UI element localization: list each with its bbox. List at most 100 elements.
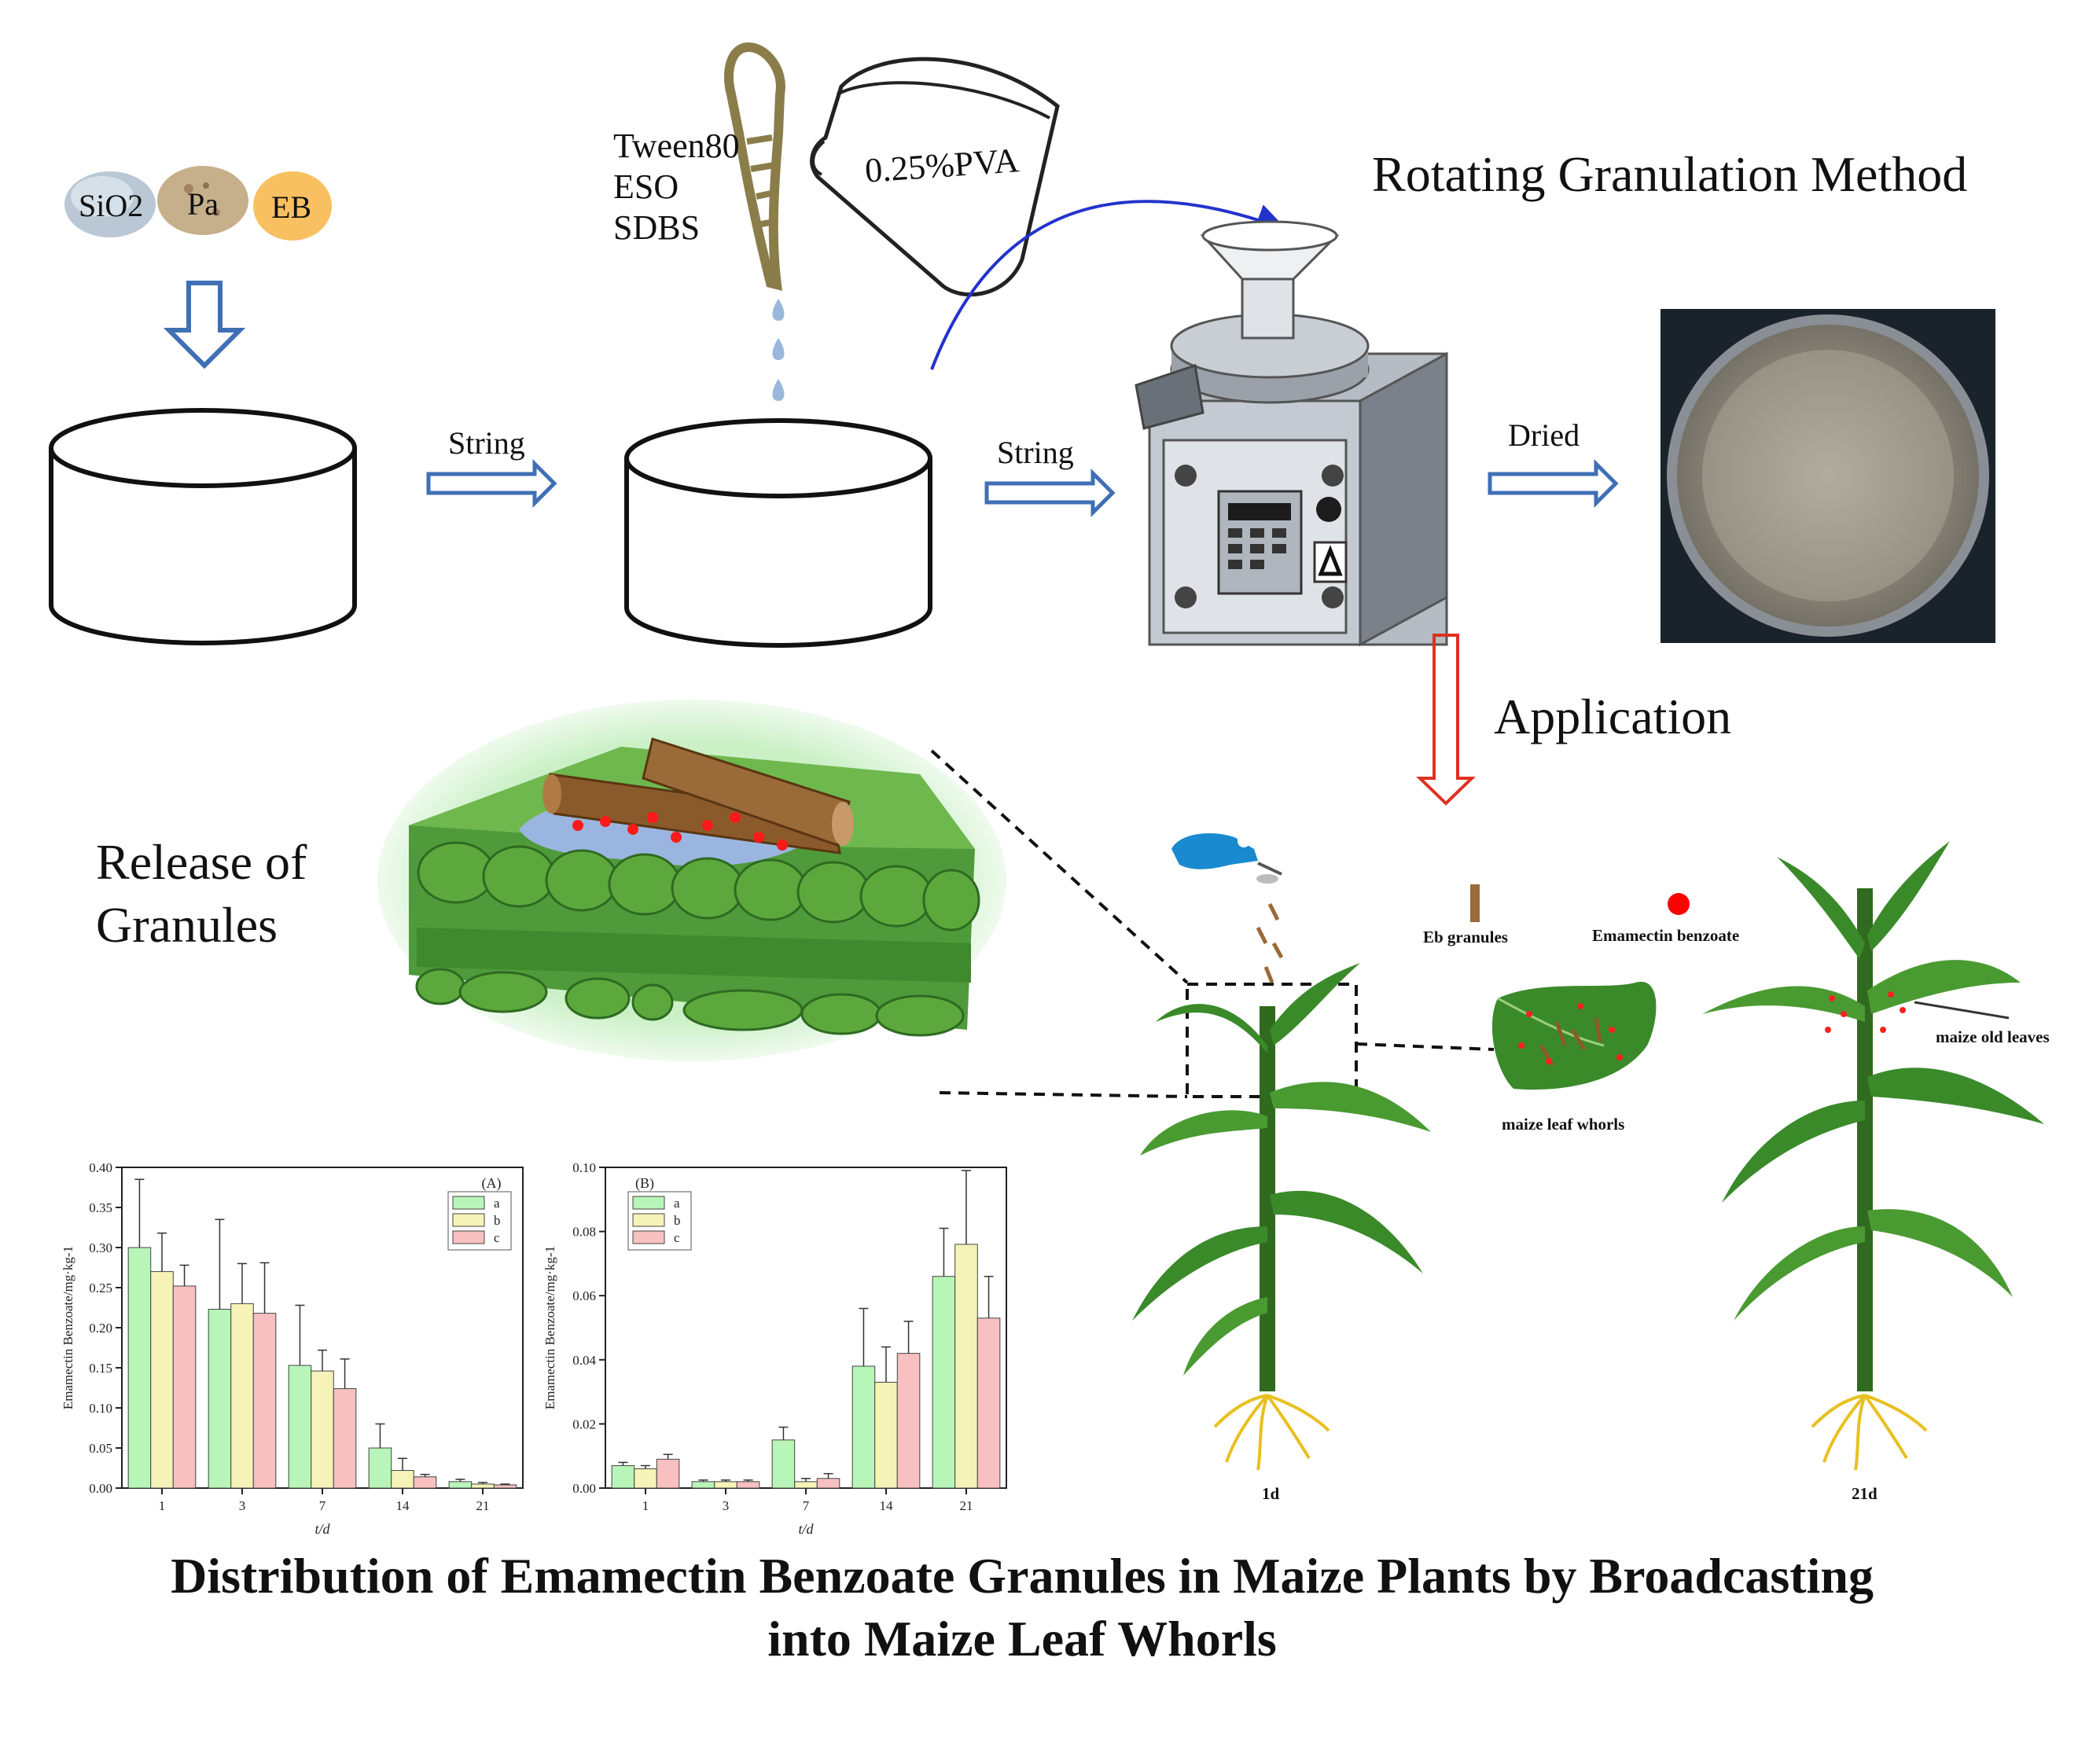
y-axis-label: Emamectin Benzoate/mg·kg-1 [542, 1246, 557, 1409]
zoom-connector-lines [930, 749, 1495, 1098]
x-axis-label: t/d [314, 1521, 330, 1537]
bar [333, 1388, 357, 1489]
dried-arrow-icon [1488, 458, 1619, 509]
bar [896, 1353, 921, 1489]
whorl-label: maize leaf whorls [1502, 1115, 1625, 1134]
maize-plant-21d [1702, 841, 2044, 1471]
legend-emamectin-label: Emamectin benzoate [1592, 926, 1740, 945]
emamectin-legend-icon [1668, 893, 1690, 915]
granule-rods [542, 737, 854, 854]
legend-label: a [674, 1196, 680, 1211]
figure-caption: Distribution of Emamectin Benzoate Granu… [79, 1545, 1966, 1670]
application-label: Application [1494, 689, 1732, 744]
method-title: Rotating Granulation Method [1372, 146, 1968, 202]
maize-plant-1d [1132, 963, 1431, 1471]
legend-label: c [494, 1230, 500, 1245]
legend-swatch [632, 1230, 665, 1244]
leaf-whorl-closeup [1491, 981, 1657, 1090]
mixing-container-1 [49, 408, 357, 645]
bar [230, 1303, 254, 1489]
bar [976, 1317, 1001, 1489]
caption-line-1: Distribution of Emamectin Benzoate Granu… [171, 1548, 1874, 1604]
x-tick-label: 21 [476, 1498, 490, 1513]
bar [493, 1484, 517, 1489]
legend-swatch [452, 1230, 485, 1244]
bar [851, 1365, 876, 1489]
ingredient-sio2-label: SiO2 [79, 188, 144, 223]
bar [736, 1481, 760, 1489]
bar [288, 1365, 312, 1489]
bar [471, 1483, 495, 1489]
application-arrow-icon [1416, 634, 1476, 806]
pva-beaker-icon [810, 57, 1060, 297]
y-tick-label: 0.25 [89, 1281, 112, 1295]
bar [771, 1439, 796, 1489]
legend-swatch [632, 1213, 665, 1227]
y-axis-label: Emamectin Benzoate/mg·kg-1 [61, 1246, 75, 1409]
eb-pellet [253, 171, 332, 241]
caption-line-2: into Maize Leaf Whorls [767, 1611, 1277, 1667]
bar [611, 1464, 635, 1489]
bar [954, 1244, 978, 1489]
y-tick-label: 0.08 [572, 1225, 596, 1240]
plant-day-1d-label: 1d [1262, 1484, 1280, 1503]
bar [391, 1470, 414, 1489]
bar [172, 1285, 197, 1489]
bar [714, 1481, 737, 1489]
bar [794, 1481, 818, 1489]
bar [691, 1481, 715, 1489]
x-tick-label: 21 [960, 1498, 973, 1513]
sio2-pellet [64, 171, 156, 237]
bar [127, 1247, 152, 1489]
x-tick-label: 14 [396, 1498, 410, 1513]
ingredient-eb-label: EB [271, 189, 312, 225]
legend-swatch [452, 1213, 485, 1227]
panel-label: (A) [482, 1175, 502, 1192]
legend-swatch [632, 1196, 665, 1210]
x-axis-label: t/d [798, 1521, 814, 1537]
down-arrow-icon [163, 281, 246, 369]
x-tick-label: 7 [319, 1498, 326, 1513]
dried-label: Dried [1508, 417, 1580, 453]
y-tick-label: 0.35 [89, 1200, 112, 1215]
bar [208, 1309, 232, 1489]
y-tick-label: 0.20 [89, 1321, 112, 1336]
y-tick-label: 0.40 [89, 1160, 112, 1175]
granulator-machine [1135, 220, 1448, 647]
plant-day-21d-label: 21d [1852, 1484, 1878, 1503]
ingredient-pa-label: Pa [187, 186, 219, 222]
legend-label: b [674, 1213, 681, 1228]
released-drug-dots [572, 812, 788, 851]
bar [634, 1468, 657, 1489]
legend-granules-label: Eb granules [1423, 928, 1508, 946]
legend-label: b [494, 1213, 501, 1228]
eb-granule-legend-icon [1470, 884, 1480, 922]
additive-tween80-label: Tween80 [613, 127, 740, 165]
broadcasting-hand-icon [1171, 833, 1284, 983]
bar [252, 1313, 277, 1489]
chart-a: 0.000.050.100.150.200.250.300.350.40Emam… [61, 1160, 524, 1537]
y-tick-label: 0.10 [572, 1160, 596, 1175]
x-tick-label: 3 [239, 1498, 246, 1513]
bar [311, 1370, 334, 1489]
pa-pellet [157, 166, 248, 235]
bar [932, 1276, 956, 1489]
y-tick-label: 0.30 [89, 1240, 112, 1255]
bar [150, 1271, 174, 1489]
legend-swatch [452, 1196, 485, 1210]
y-tick-label: 0.06 [572, 1288, 596, 1303]
x-tick-label: 1 [642, 1498, 649, 1513]
y-tick-label: 0.04 [572, 1353, 596, 1368]
dropper-icon [724, 42, 785, 401]
bar [816, 1478, 840, 1489]
stir-arrow-2-icon [984, 468, 1116, 518]
bar [448, 1481, 473, 1489]
y-tick-label: 0.00 [572, 1481, 596, 1496]
y-tick-label: 0.10 [89, 1401, 112, 1416]
bar [874, 1381, 898, 1489]
bar [368, 1447, 392, 1489]
stir-label-1: String [448, 425, 525, 461]
y-tick-label: 0.00 [89, 1481, 112, 1496]
